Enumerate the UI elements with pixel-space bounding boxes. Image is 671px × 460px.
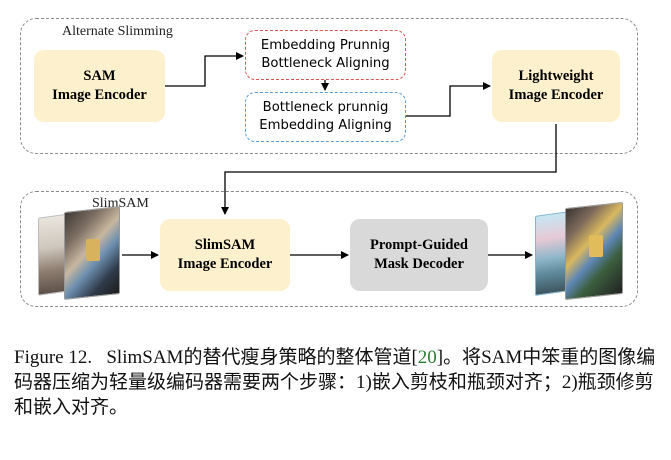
embedding-pruning-line2: Bottleneck Aligning: [261, 56, 390, 71]
mask-decoder-line2: Mask Decoder: [374, 256, 464, 272]
input-photo-figure: [86, 239, 100, 261]
slimsam-encoder-line2: Image Encoder: [177, 256, 273, 272]
embedding-pruning-line1: Embedding Prunnig: [260, 38, 391, 53]
slimsam-group: [20, 191, 638, 307]
caption-text-end: ]。将SAM中笨重的图像编码器压缩为轻量级编码器需要两个步骤：1)嵌入剪枝和瓶颈…: [14, 347, 656, 418]
sam-encoder-line2: Image Encoder: [52, 87, 147, 103]
sam-image-encoder-box: SAM Image Encoder: [34, 50, 165, 122]
bottleneck-pruning-line2: Embedding Aligning: [259, 118, 392, 133]
figure-caption: Figure 12. SlimSAM的替代瘦身策略的整体管道[20]。将SAM中…: [14, 345, 664, 420]
arrow-lightweight-to-slimsam: [221, 124, 557, 215]
arrow-pruning-to-lightweight: [405, 82, 491, 117]
sam-encoder-line1: SAM: [83, 68, 116, 84]
mask-decoder-box: Prompt-Guided Mask Decoder: [350, 219, 488, 291]
lightweight-encoder-line2: Image Encoder: [508, 87, 604, 103]
caption-figure-label: Figure 12.: [14, 347, 93, 368]
arrow-sam-to-pruning: [165, 52, 244, 87]
alternate-slimming-group: [20, 18, 638, 154]
embedding-pruning-box: Embedding Prunnig Bottleneck Aligning: [245, 30, 406, 80]
caption-text-start: SlimSAM的替代瘦身策略的整体管道[: [106, 347, 418, 368]
bottleneck-pruning-box: Bottleneck prunnig Embedding Aligning: [245, 92, 406, 142]
lightweight-encoder-line1: Lightweight: [518, 68, 594, 84]
caption-citation-link[interactable]: 20: [417, 347, 437, 368]
output-photo-figure: [589, 235, 603, 257]
slimsam-image-encoder-box: SlimSAM Image Encoder: [160, 219, 290, 291]
output-image-stack: [535, 201, 627, 303]
alternate-slimming-label: Alternate Slimming: [62, 24, 173, 39]
slimsam-encoder-line1: SlimSAM: [194, 237, 256, 253]
lightweight-image-encoder-box: Lightweight Image Encoder: [492, 50, 620, 122]
bottleneck-pruning-line1: Bottleneck prunnig: [262, 100, 389, 115]
input-image-stack: [38, 206, 122, 303]
mask-decoder-line1: Prompt-Guided: [369, 237, 469, 253]
